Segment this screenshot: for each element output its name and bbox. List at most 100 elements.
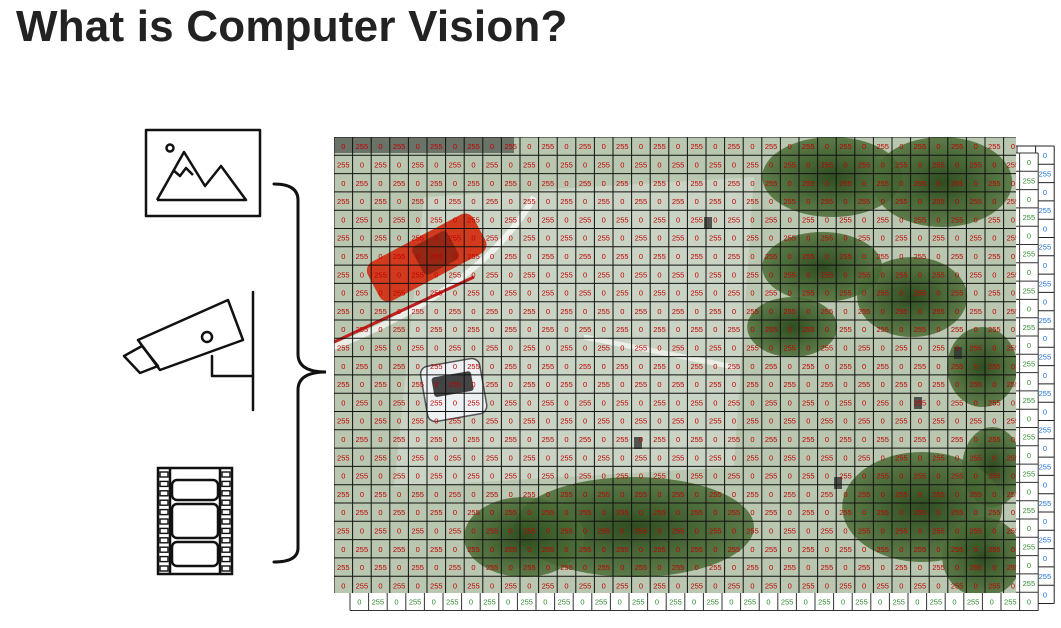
pixel-value: 0 [881,380,885,389]
pixel-value: 255 [560,234,573,243]
pixel-value: 0 [750,252,754,261]
pixel-value: 255 [783,197,796,206]
pixel-value: 255 [616,325,629,334]
pixel-value: 0 [955,343,959,352]
pixel-value: 255 [597,197,610,206]
pixel-value: 0 [862,581,866,590]
pixel-value: 255 [802,362,815,371]
pixel-value: 255 [597,526,610,535]
pixel-value: 0 [955,197,959,206]
pixel-value: 255 [932,160,945,169]
pixel-value: 255 [802,472,815,481]
pixel-value: 0 [394,597,398,606]
pixel-value: 255 [783,417,796,426]
pixel-value: 0 [825,472,829,481]
pixel-value: 0 [881,563,885,572]
pixel-value: 0 [1043,261,1047,270]
pixel-value: 0 [806,380,810,389]
pixel-value: 255 [672,453,685,462]
pixel-value: 255 [951,142,964,151]
pixel-value: 255 [839,435,852,444]
pixel-value: 0 [899,472,903,481]
pixel-value: 255 [356,252,369,261]
pixel-value: 0 [357,597,361,606]
pixel-value: 255 [821,380,834,389]
pixel-value: 255 [579,362,592,371]
pixel-value: 255 [597,453,610,462]
pixel-value: 0 [1011,142,1015,151]
pixel-value: 255 [1007,453,1020,462]
pixel-value: 255 [579,435,592,444]
pixel-value: 255 [932,307,945,316]
pixel-value: 255 [616,362,629,371]
pixel-value: 0 [583,160,587,169]
pixel-value: 0 [1043,590,1047,599]
pixel-value: 255 [672,380,685,389]
pixel-value: 255 [988,325,1001,334]
pixel-value: 0 [992,563,996,572]
pixel-value: 255 [839,362,852,371]
pixel-value: 255 [374,490,387,499]
pixel-value: 255 [486,270,499,279]
pixel-value: 255 [858,490,871,499]
pixel-value: 0 [862,325,866,334]
pixel-value: 0 [1011,581,1015,590]
pixel-value: 0 [825,508,829,517]
pixel-value: 255 [616,508,629,517]
pixel-value: 0 [490,289,494,298]
pixel-value: 255 [430,362,443,371]
pixel-value: 255 [467,179,480,188]
pixel-value: 255 [895,234,908,243]
pixel-value: 0 [490,215,494,224]
pixel-value: 0 [1011,398,1015,407]
pixel-value: 255 [802,252,815,261]
pixel-value: 255 [635,453,648,462]
pixel-value: 0 [471,197,475,206]
pixel-value: 0 [974,472,978,481]
pixel-value: 255 [635,563,648,572]
pixel-value: 0 [1027,341,1031,350]
pixel-value: 255 [1007,270,1020,279]
pixel-value: 255 [560,563,573,572]
pixel-value: 255 [951,252,964,261]
pixel-value: 255 [579,215,592,224]
film-perforation [159,518,169,525]
pixel-value: 0 [434,380,438,389]
pixel-value: 0 [639,289,643,298]
pixel-value: 255 [523,563,536,572]
pixel-value: 0 [862,142,866,151]
pixel-value: 0 [788,362,792,371]
pixel-value: 255 [876,179,889,188]
pixel-value: 0 [490,472,494,481]
pixel-value: 0 [1043,554,1047,563]
pixel-value: 255 [504,508,517,517]
pixel-value: 0 [843,197,847,206]
pixel-value: 255 [783,380,796,389]
pixel-value: 0 [788,435,792,444]
pixel-value: 255 [728,508,741,517]
pixel-value: 255 [858,234,871,243]
pixel-value: 0 [788,398,792,407]
pixel-value: 255 [765,398,778,407]
pixel-value: 255 [765,508,778,517]
pixel-value: 0 [490,508,494,517]
film-perforation [221,527,231,535]
pixel-value: 0 [881,307,885,316]
pixel-value: 255 [709,417,722,426]
pixel-value: 255 [523,270,536,279]
pixel-value: 0 [676,252,680,261]
pixel-value: 0 [434,270,438,279]
pixel-value: 255 [523,307,536,316]
pixel-value: 255 [709,526,722,535]
pixel-value: 0 [955,234,959,243]
pixel-value: 0 [602,435,606,444]
pixel-value: 0 [918,490,922,499]
film-perforation [221,480,231,488]
film-perforation [159,555,169,563]
pixel-value: 0 [899,435,903,444]
pixel-value: 255 [504,398,517,407]
pixel-value: 0 [416,215,420,224]
pixel-value: 0 [471,343,475,352]
pixel-value: 0 [564,325,568,334]
